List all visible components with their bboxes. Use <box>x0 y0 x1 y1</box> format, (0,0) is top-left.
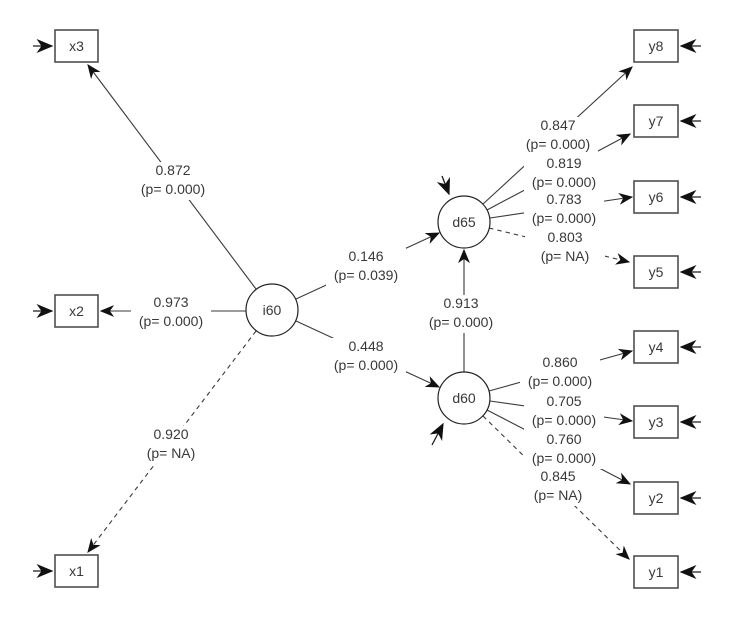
manifest-node-y1: y1 <box>633 555 679 589</box>
edge-label-d60-y4: 0.860 (p= 0.000) <box>520 354 600 392</box>
edge-label-d60-y2: 0.760 (p= 0.000) <box>524 431 604 469</box>
node-label: y6 <box>649 189 664 205</box>
loading-value: 0.845 <box>540 468 575 484</box>
p-value: (p= 0.000) <box>532 174 596 190</box>
residual-arrow-d60 <box>429 422 444 446</box>
p-value: (p= 0.000) <box>532 412 596 428</box>
manifest-node-y6: y6 <box>633 180 679 214</box>
loading-value: 0.847 <box>540 117 575 133</box>
label-background <box>524 155 604 193</box>
latent-node-d65: d65 <box>437 195 491 249</box>
p-value: (p= NA) <box>534 487 583 503</box>
label-background <box>525 229 605 267</box>
label-background <box>520 354 600 392</box>
node-label: d65 <box>452 214 476 230</box>
p-value: (p= 0.000) <box>334 357 398 373</box>
residual-arrow-d65 <box>436 175 450 196</box>
edge-label-i60-x1: 0.920 (p= NA) <box>131 426 211 464</box>
edge-label-d60-y1: 0.845 (p= NA) <box>518 468 598 506</box>
node-label: y2 <box>649 490 664 506</box>
loading-value: 0.448 <box>348 338 383 354</box>
edge-label-i60-x3: 0.872 (p= 0.000) <box>133 162 213 200</box>
loading-value: 0.973 <box>153 294 188 310</box>
loading-value: 0.803 <box>547 229 582 245</box>
label-background <box>524 393 604 431</box>
node-label: i60 <box>263 302 282 318</box>
node-label: x3 <box>69 38 84 54</box>
label-background <box>133 162 213 200</box>
label-background <box>524 191 604 229</box>
p-value: (p= 0.000) <box>528 373 592 389</box>
edge-label-d65-y6: 0.783 (p= 0.000) <box>524 191 604 229</box>
label-background <box>131 294 211 332</box>
p-value: (p= 0.000) <box>141 181 205 197</box>
node-label: y4 <box>649 339 664 355</box>
loading-value: 0.913 <box>443 295 478 311</box>
loading-value: 0.920 <box>153 426 188 442</box>
manifest-node-x2: x2 <box>54 294 99 328</box>
loading-value: 0.872 <box>155 162 190 178</box>
edge-label-d65-y8: 0.847 (p= 0.000) <box>518 117 598 155</box>
p-value: (p= NA) <box>147 445 196 461</box>
manifest-node-y8: y8 <box>633 29 679 63</box>
manifest-node-y5: y5 <box>633 255 679 289</box>
manifest-node-y7: y7 <box>633 104 679 138</box>
label-background <box>131 426 211 464</box>
node-label: x2 <box>69 303 84 319</box>
edge-label-i60-d60: 0.448 (p= 0.000) <box>326 338 406 376</box>
p-value: (p= 0.000) <box>526 136 590 152</box>
edge-label-i60-x2: 0.973 (p= 0.000) <box>131 294 211 332</box>
label-background <box>421 295 501 333</box>
p-value: (p= NA) <box>541 248 590 264</box>
loading-value: 0.819 <box>546 155 581 171</box>
loading-value: 0.146 <box>348 248 383 264</box>
edge-label-d60-d65: 0.913 (p= 0.000) <box>421 295 501 333</box>
loading-value: 0.860 <box>542 354 577 370</box>
loading-value: 0.705 <box>546 393 581 409</box>
node-label: y7 <box>649 113 664 129</box>
node-label: x1 <box>69 563 84 579</box>
node-label: y5 <box>649 264 664 280</box>
manifest-node-x1: x1 <box>54 554 99 588</box>
p-value: (p= 0.039) <box>334 267 398 283</box>
p-value: (p= 0.000) <box>139 313 203 329</box>
loading-value: 0.783 <box>546 191 581 207</box>
p-value: (p= 0.000) <box>532 210 596 226</box>
latent-node-d60: d60 <box>437 371 491 425</box>
p-value: (p= 0.000) <box>532 450 596 466</box>
edge-label-d65-y7: 0.819 (p= 0.000) <box>524 155 604 193</box>
p-value: (p= 0.000) <box>429 314 493 330</box>
manifest-node-y3: y3 <box>633 405 679 439</box>
manifest-node-y2: y2 <box>633 481 679 515</box>
node-label: y1 <box>649 564 664 580</box>
latent-node-i60: i60 <box>245 283 299 337</box>
label-background <box>518 117 598 155</box>
node-label: d60 <box>452 390 476 406</box>
label-background <box>326 248 406 286</box>
edge-label-d60-y3: 0.705 (p= 0.000) <box>524 393 604 431</box>
label-background <box>518 468 598 506</box>
label-background <box>326 338 406 376</box>
label-background <box>524 431 604 469</box>
manifest-node-y4: y4 <box>633 330 679 364</box>
edge-label-i60-d65: 0.146 (p= 0.039) <box>326 248 406 286</box>
edge-label-d65-y5: 0.803 (p= NA) <box>525 229 605 267</box>
manifest-node-x3: x3 <box>54 29 99 63</box>
node-label: y3 <box>649 414 664 430</box>
node-label: y8 <box>649 38 664 54</box>
loading-value: 0.760 <box>546 431 581 447</box>
